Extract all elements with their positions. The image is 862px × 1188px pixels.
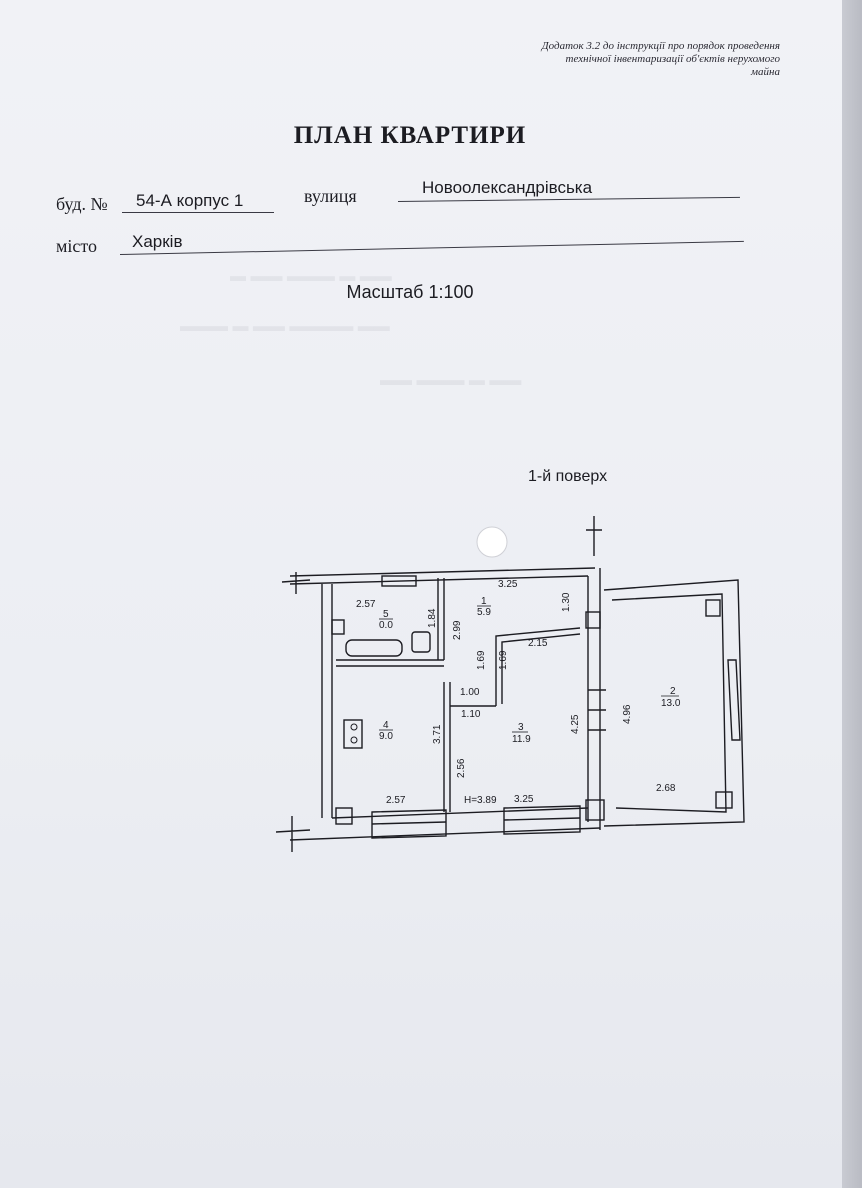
- show-through-marks: ▬▬▬ ▬ ▬▬ ▬▬▬▬ ▬▬: [180, 318, 390, 335]
- basin: [411, 631, 431, 653]
- stove: [343, 719, 363, 749]
- room-3-number: 3: [518, 722, 524, 733]
- column: [585, 799, 605, 821]
- street-label: вулиця: [304, 186, 357, 206]
- dim: 1.84: [427, 608, 438, 628]
- column: [585, 611, 601, 629]
- floor-label: 1-й поверх: [528, 468, 608, 485]
- room-2-number: 2: [670, 686, 676, 697]
- dim: 2.68: [656, 783, 676, 794]
- dim: 4.25: [570, 714, 581, 734]
- dim: 1.69: [498, 650, 509, 670]
- dim: 2.57: [356, 599, 376, 610]
- show-through-marks: ▬▬ ▬▬▬ ▬ ▬▬: [380, 372, 522, 389]
- annex-line: майна: [751, 66, 780, 78]
- room-1-area: 5.9: [477, 607, 491, 618]
- outer-wall-top-inner: [289, 575, 589, 585]
- dim: 2.99: [452, 620, 463, 640]
- city-value: Харків: [132, 232, 183, 251]
- dim: 1.10: [461, 709, 481, 720]
- room2-outer: [603, 579, 745, 827]
- paper-edge: [842, 0, 862, 1188]
- section-mark: [586, 516, 602, 556]
- city-label: місто: [56, 236, 98, 256]
- annex-note: Додаток 3.2 до інструкції про порядок пр…: [470, 40, 780, 79]
- annex-line: Додаток 3.2 до інструкції про порядок пр…: [541, 40, 780, 52]
- dim: 3.25: [498, 579, 518, 590]
- section-mark: [281, 572, 311, 594]
- dim: 1.00: [460, 687, 480, 698]
- window-right: [503, 805, 581, 835]
- dim: 2.56: [456, 758, 467, 778]
- wall-bottom-inner: [331, 807, 589, 819]
- annex-line: технічної інвентаризації об'єктів нерухо…: [565, 53, 780, 65]
- room-5-area: 0.0: [379, 620, 393, 631]
- room-1-number: 1: [481, 596, 487, 607]
- dim: 1.30: [561, 592, 572, 612]
- window-left: [371, 809, 447, 839]
- dim: H=3.89: [464, 795, 497, 806]
- show-through-marks: ▬ ▬▬ ▬▬▬ ▬ ▬▬: [230, 268, 392, 285]
- column: [705, 599, 721, 617]
- dim: 4.96: [622, 704, 633, 724]
- room-4-number: 4: [383, 720, 389, 731]
- page-title: ПЛАН КВАРТИРИ: [293, 122, 527, 149]
- scale-label: Масштаб 1:100: [346, 282, 474, 302]
- window-right-mid: [503, 817, 581, 821]
- room-3-area: 11.9: [512, 734, 531, 745]
- opening: [588, 689, 606, 731]
- bathtub: [345, 639, 403, 657]
- building-value: 54-А корпус 1: [136, 191, 244, 210]
- building-underline: [122, 212, 274, 213]
- section-mark: [275, 816, 311, 852]
- outer-wall-top: [289, 567, 596, 577]
- wall-bottom-outer: [289, 827, 601, 841]
- dim: 3.25: [514, 794, 534, 805]
- dim: 1.69: [476, 650, 487, 670]
- window-left-mid: [371, 821, 447, 825]
- building-label: буд. №: [56, 194, 108, 214]
- fixture-circle: [350, 736, 358, 744]
- dim: 2.15: [528, 638, 548, 649]
- street-value: Новоолександрівська: [422, 178, 593, 197]
- column: [335, 807, 353, 825]
- corridor-wall: [495, 627, 581, 706]
- room-5-number: 5: [383, 609, 389, 620]
- fixture-circle: [350, 723, 358, 731]
- room2-inner: [611, 593, 727, 813]
- dim: 2.57: [386, 795, 406, 806]
- room2-window: [727, 659, 741, 741]
- column: [715, 791, 733, 809]
- door-recess: [381, 575, 417, 587]
- room-4-area: 9.0: [379, 731, 393, 742]
- column: [331, 619, 345, 635]
- room-2-area: 13.0: [661, 698, 681, 709]
- corridor-wall-b: [501, 633, 581, 704]
- dim: 3.71: [432, 724, 443, 744]
- marker-circle: [476, 526, 508, 558]
